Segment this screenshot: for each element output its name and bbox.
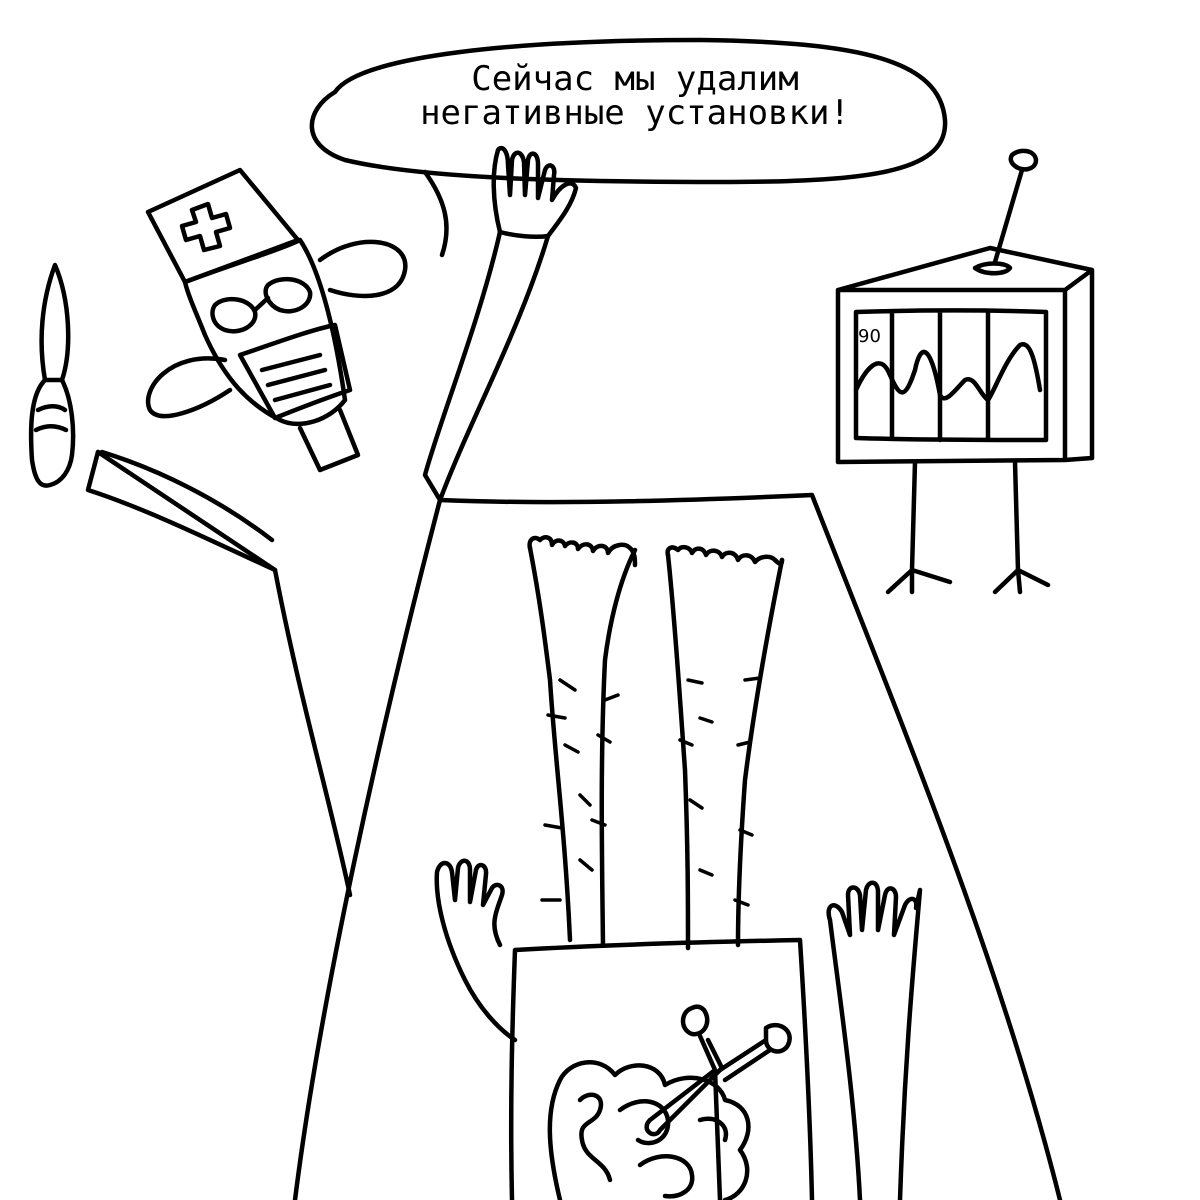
patient-leg-left (527, 545, 638, 948)
surgeon-ear-right (317, 239, 408, 299)
operating-table (292, 492, 1063, 1200)
monitor-stand (885, 459, 1051, 595)
monitor-screen (853, 308, 1049, 443)
heart-monitor (835, 245, 1095, 465)
speech-line-2: негативные установки! (420, 93, 850, 133)
monitor-antenna (992, 148, 1039, 265)
speech-bubble (309, 37, 948, 185)
surgeon-hand-holding-scalpel (28, 377, 76, 488)
patient-leg-right (665, 552, 785, 951)
speech-line-1: Сейчас мы удалим (471, 59, 799, 99)
patient-foot-right (665, 544, 785, 566)
surgical-clamp-icon (644, 1004, 725, 1200)
monitor-readout: 90 (858, 326, 881, 347)
surgeon-arm-left (85, 449, 278, 573)
cross-icon (179, 201, 233, 253)
surgical-scissors-icon (717, 1022, 792, 1083)
patient-hand-left (434, 858, 518, 1043)
speech-text: Сейчас мы удалим негативные установки! (330, 62, 940, 130)
speech-bubble-tail (422, 169, 449, 258)
surgeon-neck (297, 407, 361, 473)
surgeon-robe (95, 449, 353, 898)
patient-foot-left (527, 535, 638, 568)
surgeon-raised-hand (491, 145, 579, 239)
patient-hand-right (826, 880, 923, 1200)
surgeon-mask (237, 322, 353, 421)
patient-drape (508, 937, 815, 1200)
surgeon-glasses (210, 276, 313, 334)
scalpel-icon (39, 262, 71, 383)
heartbeat-line (853, 342, 1043, 403)
surgeon-arm-right (422, 229, 551, 503)
monitor-antenna-base (972, 261, 1013, 276)
surgeon-cap (145, 167, 301, 285)
surgeon-cuff (497, 229, 551, 240)
surgeon-ear-left (146, 356, 233, 419)
leg-hair (540, 676, 762, 907)
